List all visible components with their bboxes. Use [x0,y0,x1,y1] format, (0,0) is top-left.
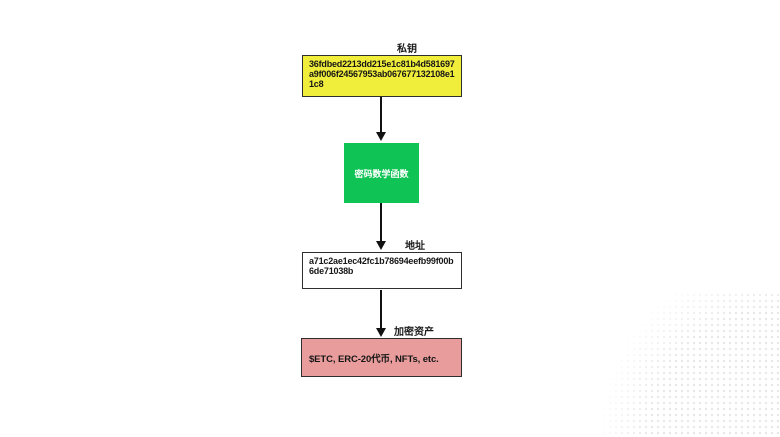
down-arrow-icon-3 [376,290,386,337]
down-arrow-icon-1 [376,97,386,141]
crypto-assets-label: 加密资产 [394,327,434,338]
halftone-corner-decoration [595,292,780,437]
crypto-assets-box: $ETC, ERC-20代币, NFTs, etc. [301,338,462,377]
private-key-box: 36fdbed2213dd215e1c81b4d581697a9f006f245… [302,55,462,97]
crypto-function-box: 密码数学函数 [344,143,419,203]
address-label: 地址 [405,241,425,252]
down-arrow-icon-2 [376,203,386,250]
private-key-label: 私钥 [397,44,417,55]
address-box: a71c2ae1ec42fc1b78694eefb99f00b6de71038b [302,252,462,289]
